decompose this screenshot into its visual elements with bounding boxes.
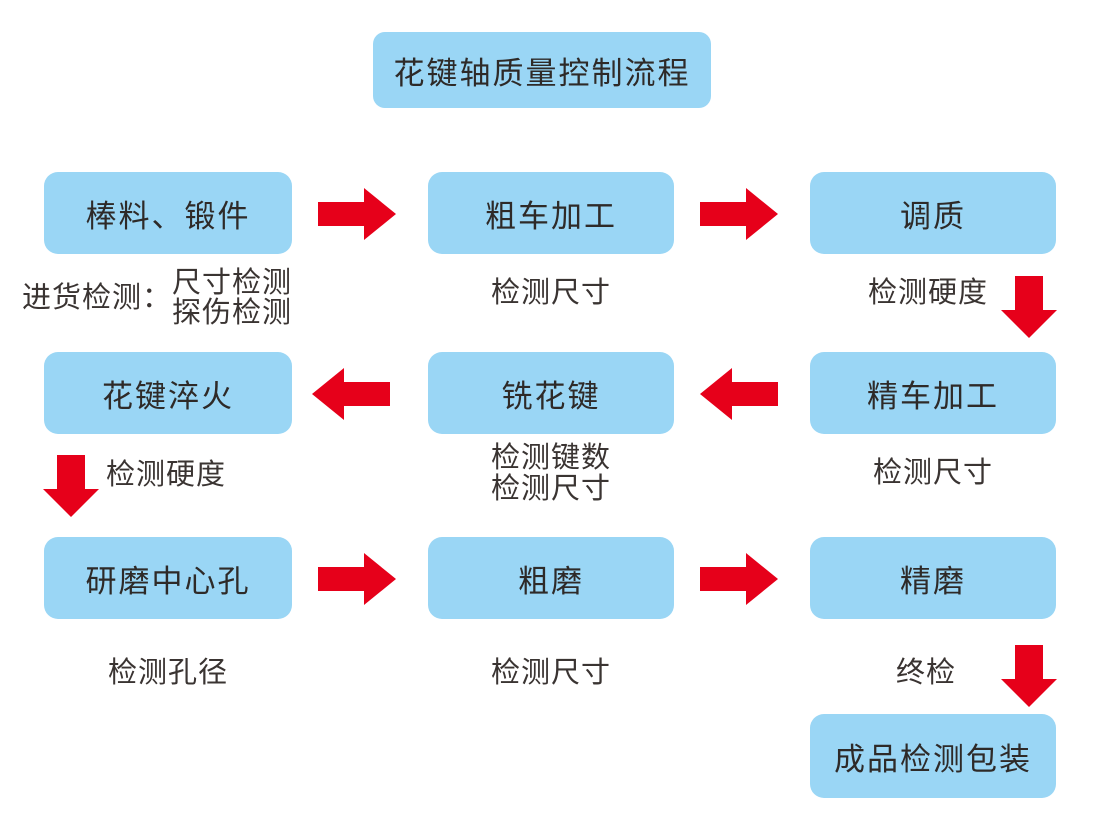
arrow-right-icon-4 [700, 551, 778, 607]
inspection-final: 终检 [896, 657, 957, 689]
inspection-mill-spline: 检测键数 检测尺寸 [428, 443, 674, 504]
step-box-final-inspection-packaging[interactable]: 成品检测包装 [810, 714, 1056, 798]
step-box-rough-grinding[interactable]: 粗磨 [428, 537, 674, 619]
step-box-mill-spline[interactable]: 铣花键 [428, 352, 674, 434]
step-label: 精磨 [900, 563, 966, 599]
step-label: 研磨中心孔 [85, 563, 251, 599]
arrow-right-icon-1 [318, 186, 396, 242]
step-label: 棒料、锻件 [85, 198, 251, 234]
step-box-rough-turning[interactable]: 粗车加工 [428, 172, 674, 254]
step-box-raw-material[interactable]: 棒料、锻件 [44, 172, 292, 254]
arrow-down-icon-3 [1000, 645, 1058, 707]
arrow-right-icon-3 [318, 551, 396, 607]
arrow-down-icon-2 [42, 455, 100, 517]
inspection-mill-spline-line1: 检测键数 [490, 442, 611, 474]
inspection-incoming-line1: 尺寸检测 [172, 267, 293, 299]
flowchart-title-box: 花键轴质量控制流程 [373, 32, 711, 108]
step-box-spline-quenching[interactable]: 花键淬火 [44, 352, 292, 434]
step-box-grind-center-hole[interactable]: 研磨中心孔 [44, 537, 292, 619]
inspection-quench-temper: 检测硬度 [868, 277, 989, 309]
inspection-spline-quenching: 检测硬度 [106, 459, 227, 491]
inspection-rough-turning: 检测尺寸 [490, 277, 611, 309]
arrow-right-icon-2 [700, 186, 778, 242]
inspection-rough-grinding: 检测尺寸 [490, 657, 611, 689]
step-label: 精车加工 [867, 378, 999, 414]
inspection-grind-center-hole: 检测孔径 [107, 657, 228, 689]
arrow-left-icon-1 [312, 366, 390, 422]
inspection-incoming-items: 尺寸检测 探伤检测 [172, 268, 292, 328]
step-label: 粗磨 [518, 563, 584, 599]
arrow-down-icon-1 [1000, 276, 1058, 338]
step-label: 粗车加工 [485, 198, 617, 234]
step-box-fine-turning[interactable]: 精车加工 [810, 352, 1056, 434]
step-box-fine-grinding[interactable]: 精磨 [810, 537, 1056, 619]
inspection-incoming: 进货检测： 尺寸检测 探伤检测 [22, 268, 292, 328]
inspection-fine-turning: 检测尺寸 [872, 457, 993, 489]
step-label: 花键淬火 [102, 378, 234, 414]
inspection-mill-spline-line2: 检测尺寸 [490, 472, 611, 505]
page-title: 花键轴质量控制流程 [393, 55, 691, 91]
inspection-incoming-prefix: 进货检测： [22, 282, 173, 315]
step-label: 调质 [900, 198, 966, 234]
step-label: 成品检测包装 [834, 741, 1032, 777]
arrow-left-icon-2 [700, 366, 778, 422]
inspection-incoming-line2: 探伤检测 [172, 297, 293, 330]
step-label: 铣花键 [501, 378, 601, 414]
step-box-quench-temper[interactable]: 调质 [810, 172, 1056, 254]
